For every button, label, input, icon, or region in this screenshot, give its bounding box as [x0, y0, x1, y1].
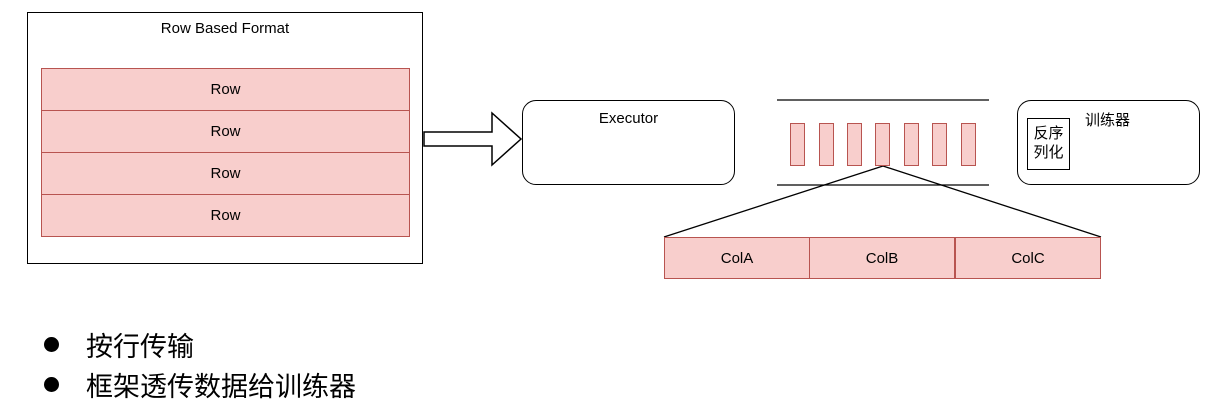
row-block: Row — [41, 194, 410, 237]
executor-box — [522, 100, 735, 185]
transfer-block — [875, 123, 890, 166]
bullet-text: 按行传输 — [86, 332, 194, 363]
bullet-item: 按行传输 — [44, 325, 194, 364]
zoom-line-right — [882, 165, 1102, 238]
column-cell-a: ColA — [664, 237, 810, 279]
trainer-label: 训练器 — [1085, 112, 1131, 129]
column-cell-b: ColB — [809, 237, 955, 279]
flow-arrow — [423, 111, 523, 167]
transfer-block — [790, 123, 805, 166]
row-block: Row — [41, 110, 410, 153]
transfer-block — [932, 123, 947, 166]
bullet-item: 框架透传数据给训练器 — [44, 365, 356, 404]
deserialize-label-line2: 列化 — [1033, 144, 1064, 161]
row-based-format-title: Row Based Format — [160, 20, 290, 37]
transfer-block — [961, 123, 976, 166]
column-cell-c: ColC — [955, 237, 1101, 279]
zoom-line-left — [663, 165, 884, 238]
transfer-block — [819, 123, 834, 166]
bullet-text: 框架透传数据给训练器 — [86, 372, 356, 403]
executor-label: Executor — [598, 110, 659, 127]
bullet-icon — [44, 377, 59, 392]
bullet-icon — [44, 337, 59, 352]
transfer-block — [847, 123, 862, 166]
transfer-block — [904, 123, 919, 166]
deserialize-box: 反序 列化 — [1027, 118, 1070, 170]
deserialize-label-line1: 反序 — [1033, 125, 1064, 142]
